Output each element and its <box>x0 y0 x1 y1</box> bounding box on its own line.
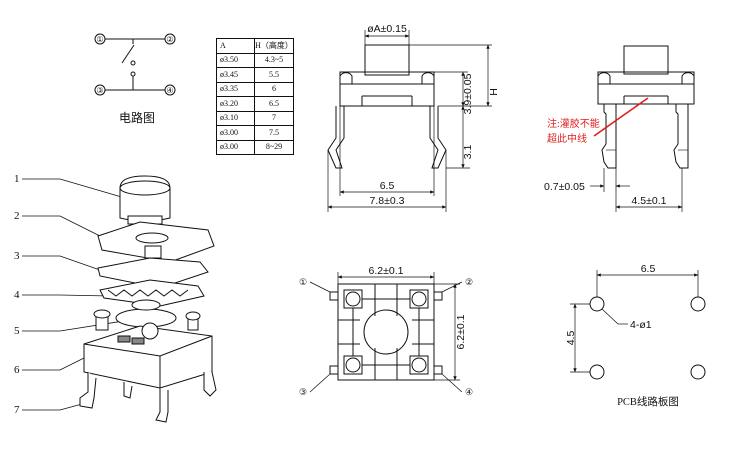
table-cell-a: ø3.10 <box>216 110 255 126</box>
circuit-caption: 电路图 <box>119 110 155 125</box>
circuit-pin-4: ④ <box>166 86 173 95</box>
exploded-view <box>22 175 217 423</box>
circuit-pin-3: ③ <box>96 86 103 95</box>
dim-body-height: 3.9±0.05 <box>462 73 474 114</box>
dim-pin-width: 0.7±0.05 <box>544 181 585 193</box>
table-cell-h: 4.3~5 <box>254 52 294 68</box>
part-label-1: 1 <box>14 173 20 185</box>
table-cell-h: 6 <box>254 81 294 97</box>
dim-cap-diameter: øA±0.15 <box>367 23 407 35</box>
table-cell-h: 6.5 <box>254 96 294 112</box>
pcb-hole-label: 4-ø1 <box>630 319 652 331</box>
top-pin-1: ① <box>299 277 307 287</box>
dim-pin-pitch: 4.5±0.1 <box>632 195 667 207</box>
part-label-2: 2 <box>14 210 20 222</box>
part-label-7: 7 <box>14 404 20 416</box>
table-cell-h: 5.5 <box>254 67 294 83</box>
dim-top-width: 6.2±0.1 <box>369 265 404 277</box>
part-label-5: 5 <box>14 325 20 337</box>
part-label-3: 3 <box>14 250 20 262</box>
top-view <box>309 272 463 393</box>
table-header-row: A H（高度） <box>216 38 294 54</box>
table-cell-a: ø3.45 <box>216 67 255 83</box>
table-cell-a: ø3.00 <box>216 139 255 155</box>
top-pin-3: ③ <box>299 387 307 397</box>
dim-pcb-height: 4.5 <box>565 331 577 346</box>
dim-outer-width: 7.8±0.3 <box>370 195 405 207</box>
circuit-pin-1: ① <box>96 35 103 44</box>
front-view <box>327 30 492 212</box>
dim-total-height: H <box>488 88 500 96</box>
table-cell-a: ø3.20 <box>216 96 255 112</box>
pcb-layout <box>570 270 706 380</box>
top-pin-4: ④ <box>465 387 473 397</box>
table-cell-h: 8~29 <box>254 139 294 155</box>
dim-inner-width: 6.5 <box>380 180 395 192</box>
table-cell-a: ø3.35 <box>216 81 255 97</box>
part-label-6: 6 <box>14 364 20 376</box>
table-cell-a: ø3.50 <box>216 52 255 68</box>
pcb-caption: PCB线路板图 <box>617 395 679 408</box>
table-header-h: H（高度） <box>254 38 294 54</box>
circuit-diagram <box>94 33 176 96</box>
potting-note-line1: 注:灌胶不能 <box>547 117 600 130</box>
table-cell-h: 7.5 <box>254 125 294 141</box>
dim-top-height: 6.2±0.1 <box>455 314 467 349</box>
dim-leg-length: 3.1 <box>462 145 474 160</box>
side-view <box>590 45 695 212</box>
dim-pcb-width: 6.5 <box>641 263 656 275</box>
table-cell-h: 7 <box>254 110 294 126</box>
table-header-a: A <box>216 38 255 54</box>
table-cell-a: ø3.00 <box>216 125 255 141</box>
circuit-pin-2: ② <box>166 35 173 44</box>
potting-limit-leader <box>593 97 649 137</box>
part-label-4: 4 <box>14 289 20 301</box>
potting-note-line2: 超此中线 <box>547 132 587 145</box>
top-pin-2: ② <box>465 277 473 287</box>
